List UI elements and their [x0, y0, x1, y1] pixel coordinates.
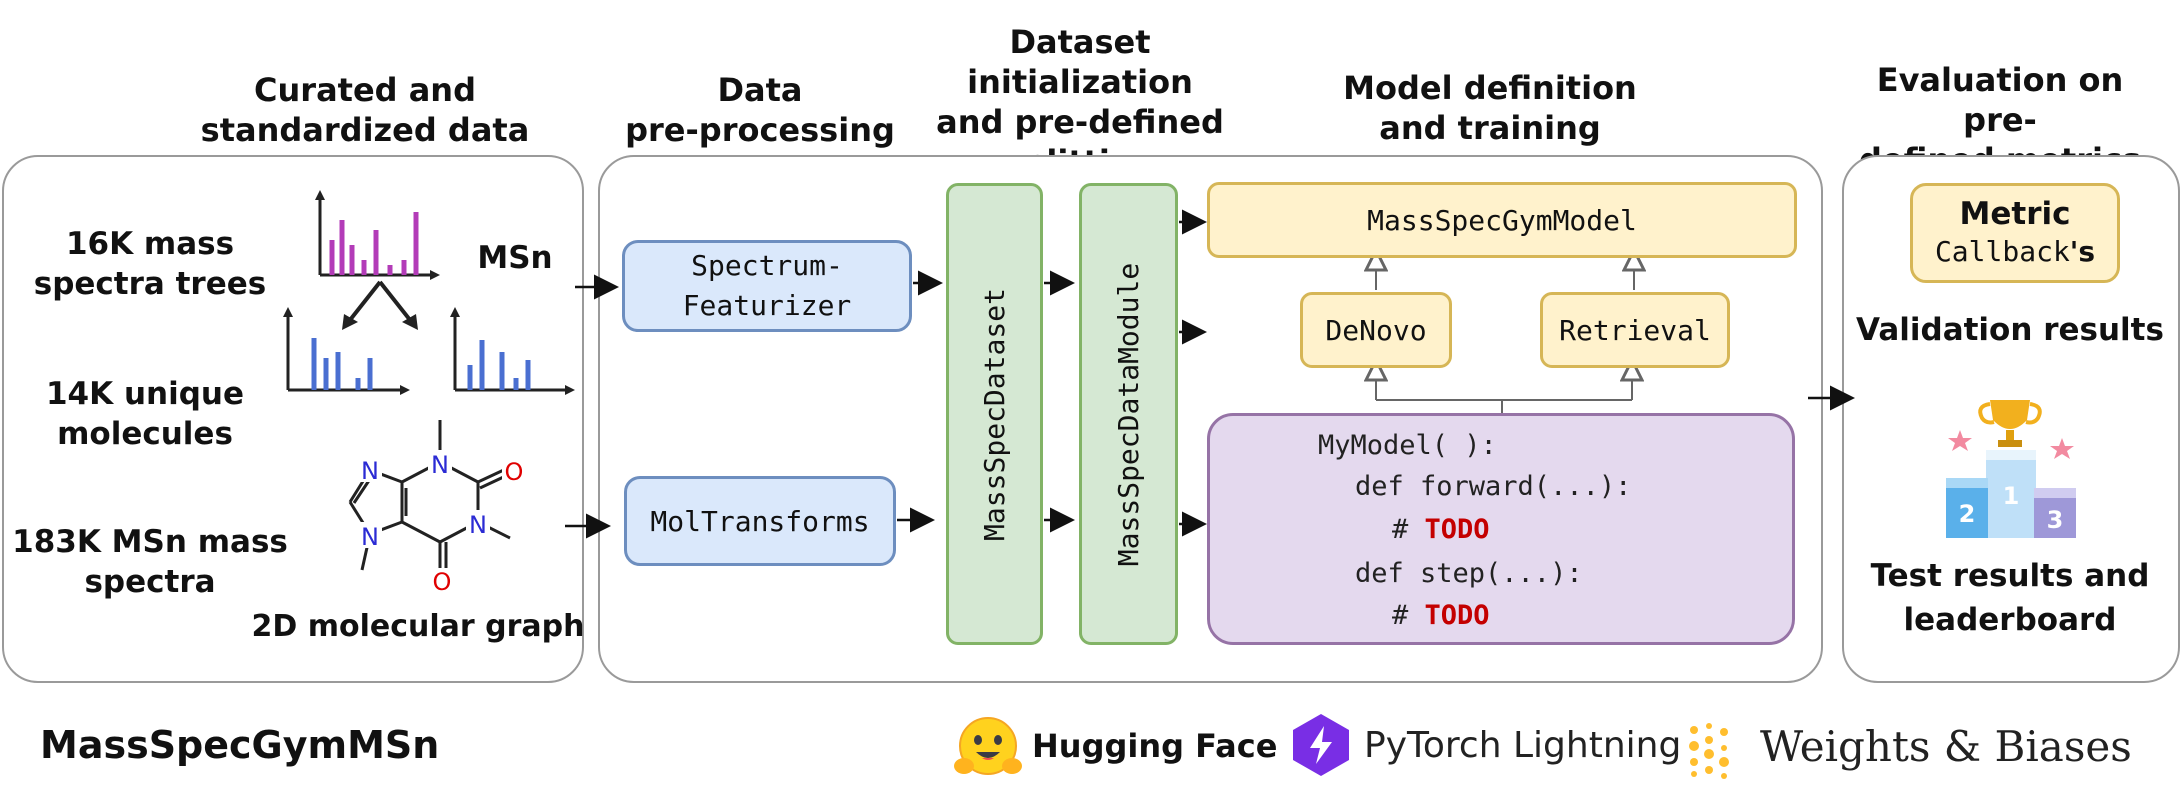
atom-o2: O: [433, 568, 452, 596]
header-dataset-line1: Dataset initialization: [967, 23, 1193, 101]
test-results-label: Test results and leaderboard: [1850, 554, 2170, 642]
msn-label: MSn: [477, 240, 553, 276]
header-curated-line1: Curated and: [254, 71, 476, 109]
massspecgymmodel-box: MassSpecGymModel: [1207, 182, 1797, 258]
todo-label: TODO: [1424, 600, 1490, 631]
molecular-graph-caption: 2D molecular graph: [251, 609, 585, 644]
code-line-class: MyModel( ):: [1318, 430, 1497, 461]
atom-n1: N: [431, 451, 449, 479]
header-curated-data: Curated and standardized data: [190, 70, 540, 150]
stat-trees-line2: spectra trees: [33, 266, 267, 302]
lightning-logo-icon: [1293, 714, 1349, 776]
code-comment: #: [1392, 600, 1425, 631]
stat-unique-molecules: 14K unique molecules: [20, 374, 270, 454]
lightning-label: PyTorch Lightning: [1364, 725, 1682, 766]
callback-suffix: 's: [2069, 235, 2096, 268]
podium-2: 2: [1959, 500, 1976, 528]
atom-n4: N: [361, 523, 379, 551]
callback-code: Callback: [1934, 235, 2070, 268]
code-comment: #: [1392, 514, 1425, 545]
atom-n2: N: [469, 511, 487, 539]
spectra-tree-icon: [283, 190, 575, 395]
stat-spectra-line1: 183K MSn mass: [12, 524, 288, 560]
footer-title: MassSpecGymMSn: [40, 723, 440, 767]
stat-molecules-line2: molecules: [57, 416, 233, 452]
code-line-todo-2: # TODO: [1392, 594, 1490, 637]
featurizer-line2: Featurizer: [682, 289, 852, 322]
massspecdatamodule-label: MassSpecDataModule: [1112, 262, 1145, 566]
header-preprocessing-line1: Data: [717, 71, 803, 109]
code-line-step: def step(...):: [1355, 558, 1583, 589]
stat-molecules-line1: 14K unique: [45, 376, 244, 412]
massspecdataset-box: MassSpecDataset: [946, 183, 1043, 645]
stat-trees-line1: 16K mass: [65, 226, 235, 262]
moltransforms-box: MolTransforms: [624, 476, 896, 566]
metric-callback-box: Metric Callback's: [1910, 183, 2120, 283]
massspecdatamodule-box: MassSpecDataModule: [1079, 183, 1178, 645]
podium-3: 3: [2047, 506, 2064, 534]
header-model: Model definition and training: [1340, 68, 1640, 148]
header-model-line1: Model definition: [1343, 69, 1637, 107]
massspecdataset-label: MassSpecDataset: [978, 287, 1011, 541]
huggingface-label: Hugging Face: [1032, 727, 1278, 765]
validation-results-label: Validation results: [1856, 312, 2164, 348]
header-curated-line2: standardized data: [200, 111, 530, 149]
test-results-line2: leaderboard: [1903, 602, 2117, 638]
huggingface-logo-icon: [954, 717, 1022, 775]
wandb-logo-icon: [1689, 723, 1729, 779]
header-dataset-line2: and pre-defined: [936, 103, 1224, 141]
stat-msn-spectra: 183K MSn mass spectra: [10, 522, 290, 602]
stat-spectra-trees: 16K mass spectra trees: [10, 224, 290, 304]
header-preprocessing: Data pre-processing: [620, 70, 900, 150]
data-panel: [2, 155, 584, 683]
spectrum-featurizer-box: Spectrum- Featurizer: [622, 240, 912, 332]
header-preprocessing-line2: pre-processing: [625, 111, 895, 149]
atom-o1: O: [505, 458, 524, 486]
molecule-graph-icon: N N N N O O: [348, 420, 526, 596]
callback-label: Callback's: [1935, 233, 2095, 271]
mymodel-code-box: [1207, 413, 1795, 645]
code-line-forward: def forward(...):: [1355, 471, 1632, 502]
atom-n3: N: [361, 457, 379, 485]
denovo-box: DeNovo: [1300, 292, 1452, 368]
header-model-line2: and training: [1379, 109, 1601, 147]
featurizer-line1: Spectrum-: [691, 249, 843, 282]
code-line-todo-1: # TODO: [1392, 508, 1490, 551]
podium-trophy-icon: 2 1 3: [1946, 400, 2076, 538]
stat-spectra-line2: spectra: [84, 564, 216, 600]
wandb-label: Weights & Biases: [1760, 722, 2132, 771]
todo-label: TODO: [1424, 514, 1490, 545]
retrieval-box: Retrieval: [1540, 292, 1730, 368]
podium-1: 1: [2003, 482, 2020, 510]
test-results-line1: Test results and: [1870, 558, 2150, 594]
header-evaluation-line1: Evaluation on pre-: [1876, 61, 2124, 139]
metric-label: Metric: [1959, 196, 2071, 232]
